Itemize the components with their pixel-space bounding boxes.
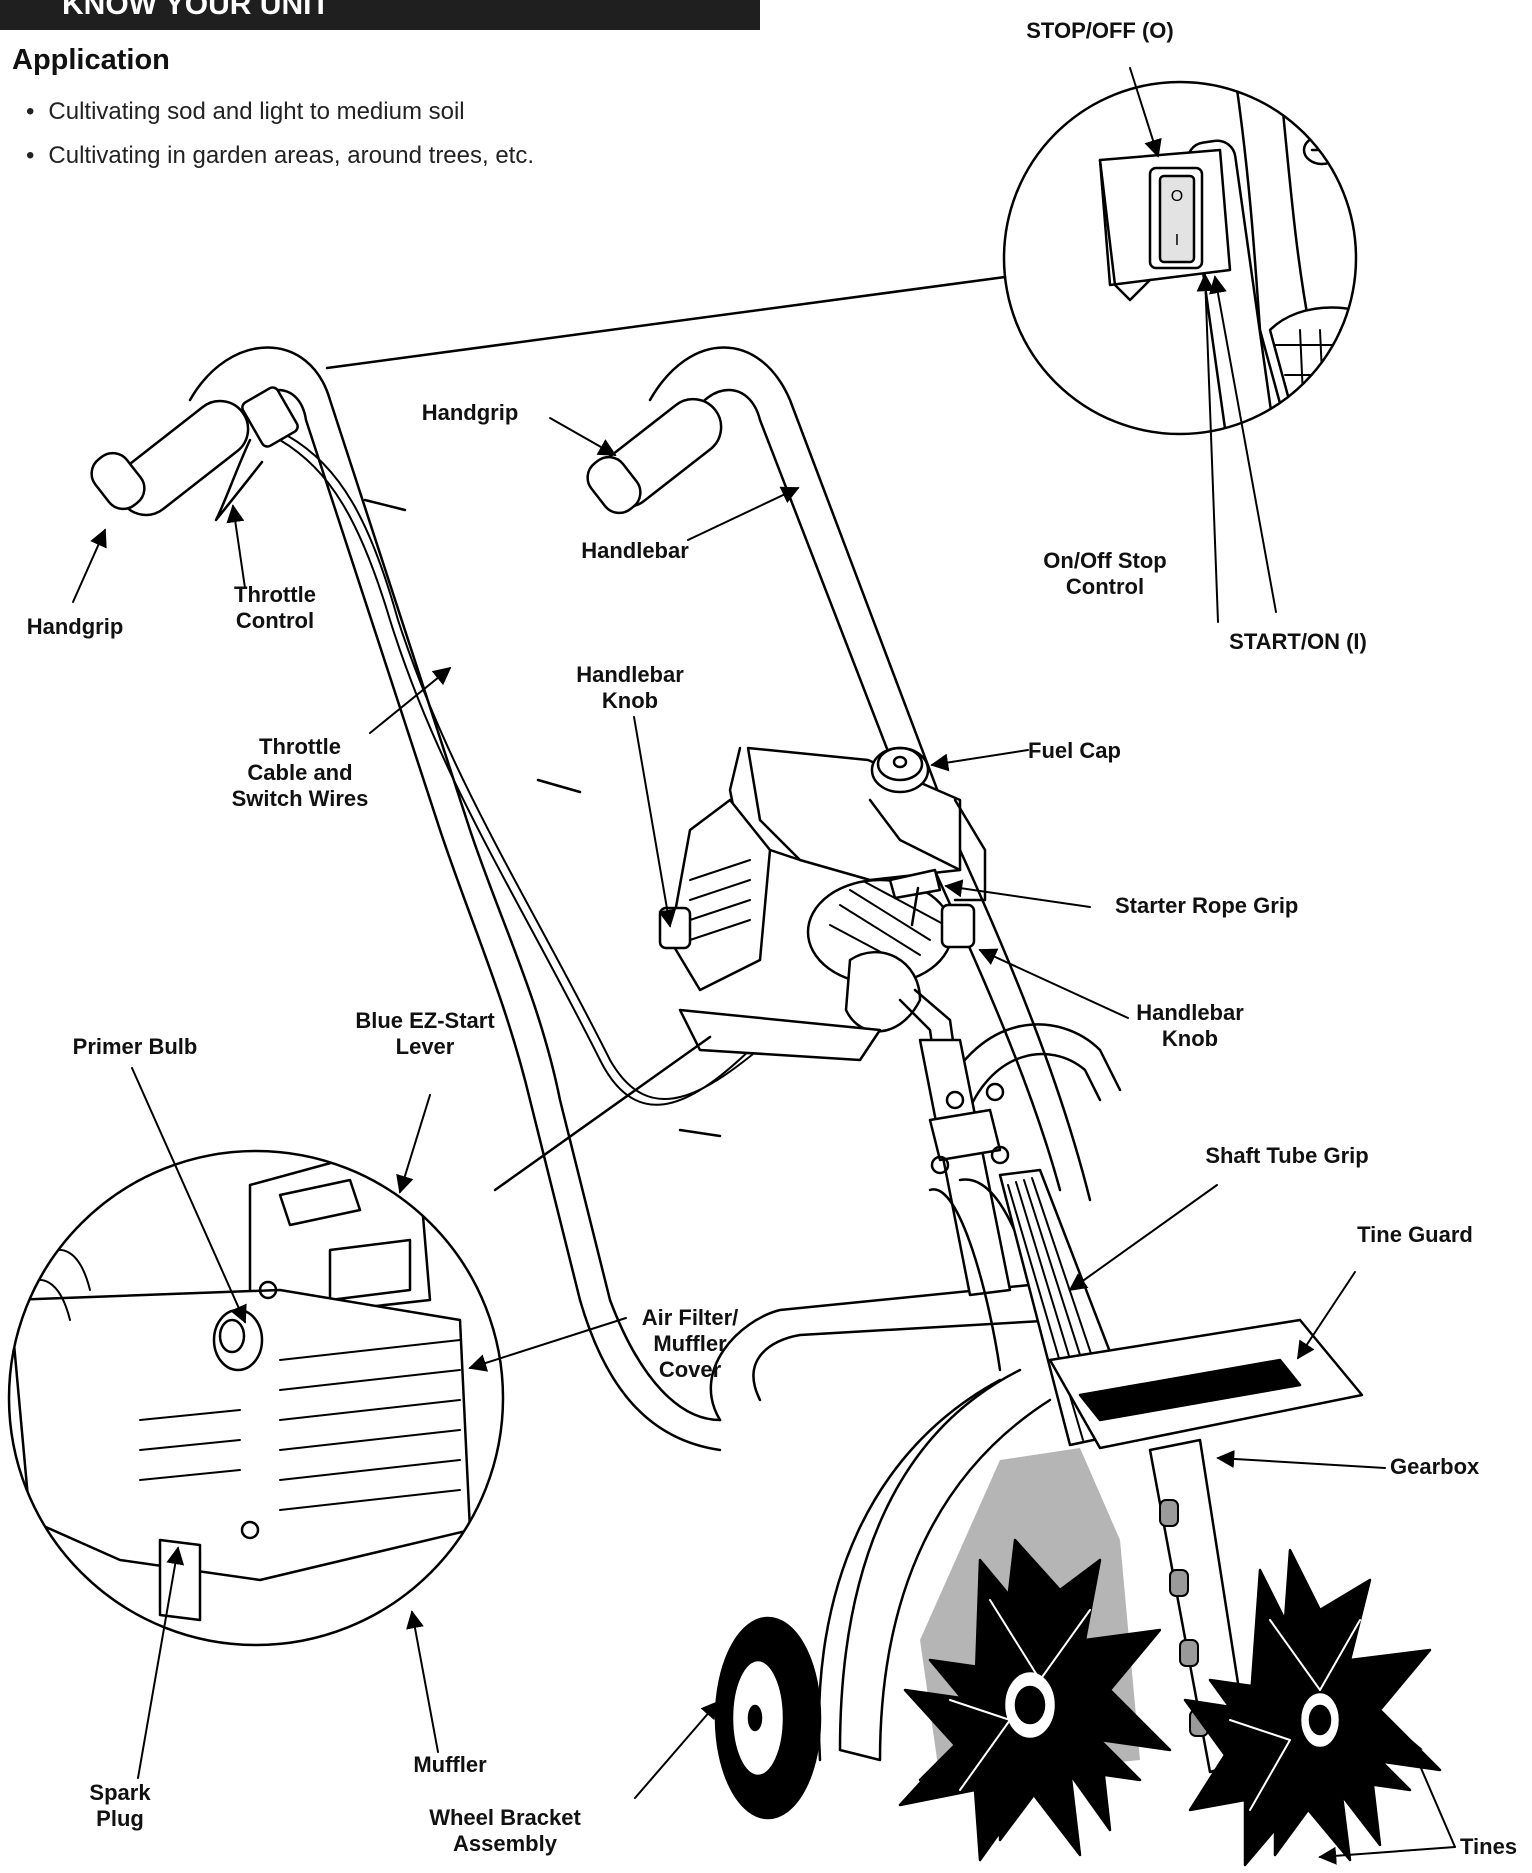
label-blue-ez-start: Blue EZ-Start Lever	[355, 1008, 495, 1059]
throttle-cable-drawing	[279, 435, 771, 1106]
label-stop-off: STOP/OFF (O)	[1026, 18, 1174, 43]
detail-connector-lines	[325, 275, 1007, 1192]
label-muffler: Muffler	[413, 1752, 487, 1777]
tine-guard-drawing	[817, 1318, 1364, 1762]
handlebar-knob-side-drawing	[940, 903, 976, 949]
handgrip-left-drawing	[90, 399, 250, 517]
application-item: Cultivating sod and light to medium soil	[26, 90, 534, 134]
section-header: KNOW YOUR UNIT	[0, 0, 760, 30]
wheel-drawing	[714, 1616, 822, 1820]
handlebar-knob-top-drawing	[658, 906, 692, 950]
label-starter-rope-grip: Starter Rope Grip	[1115, 893, 1299, 918]
label-handlebar-knob-top: Handlebar Knob	[576, 662, 684, 713]
label-throttle-cable: Throttle Cable and Switch Wires	[231, 734, 369, 811]
handlebar-frame	[188, 346, 1122, 1452]
throttle-lever-drawing	[214, 386, 299, 522]
label-handlebar: Handlebar	[581, 538, 689, 563]
label-on-off-stop-control: On/Off Stop Control	[1043, 548, 1167, 599]
label-tine-guard: Tine Guard	[1357, 1222, 1473, 1247]
application-item: Cultivating in garden areas, around tree…	[26, 134, 534, 178]
switch-o-marker: O	[1171, 188, 1183, 205]
label-handgrip-left: Handgrip	[26, 614, 124, 639]
label-handlebar-knob-side: Handlebar Knob	[1136, 1000, 1244, 1051]
tine-highlights	[949, 1599, 1361, 1811]
handgrip-right-drawing	[586, 397, 723, 515]
label-wheel-bracket-assembly: Wheel Bracket Assembly	[429, 1805, 581, 1856]
label-handgrip-right: Handgrip	[421, 400, 519, 425]
engine-detail-circle	[7, 1149, 505, 1647]
label-shaft-tube-grip: Shaft Tube Grip	[1205, 1143, 1369, 1168]
label-gearbox: Gearbox	[1390, 1454, 1480, 1479]
label-primer-bulb: Primer Bulb	[72, 1034, 198, 1059]
label-tines: Tines	[1460, 1834, 1518, 1859]
label-start-on: START/ON (I)	[1229, 629, 1367, 654]
starter-rope-grip-drawing	[888, 868, 942, 927]
label-spark-plug: Spark Plug	[89, 1780, 151, 1831]
label-throttle-control: Throttle Control	[234, 582, 316, 633]
application-title: Application	[12, 44, 170, 76]
application-list: Cultivating sod and light to medium soil…	[26, 90, 534, 178]
fuel-cap-drawing	[870, 746, 930, 794]
label-air-filter-muffler-cover: Air Filter/ Muffler Cover	[641, 1305, 739, 1382]
switch-i-marker: I	[1175, 232, 1179, 249]
label-fuel-cap: Fuel Cap	[1028, 738, 1121, 763]
section-header-title: KNOW YOUR UNIT	[62, 0, 330, 21]
leader-lines	[72, 67, 1456, 1865]
